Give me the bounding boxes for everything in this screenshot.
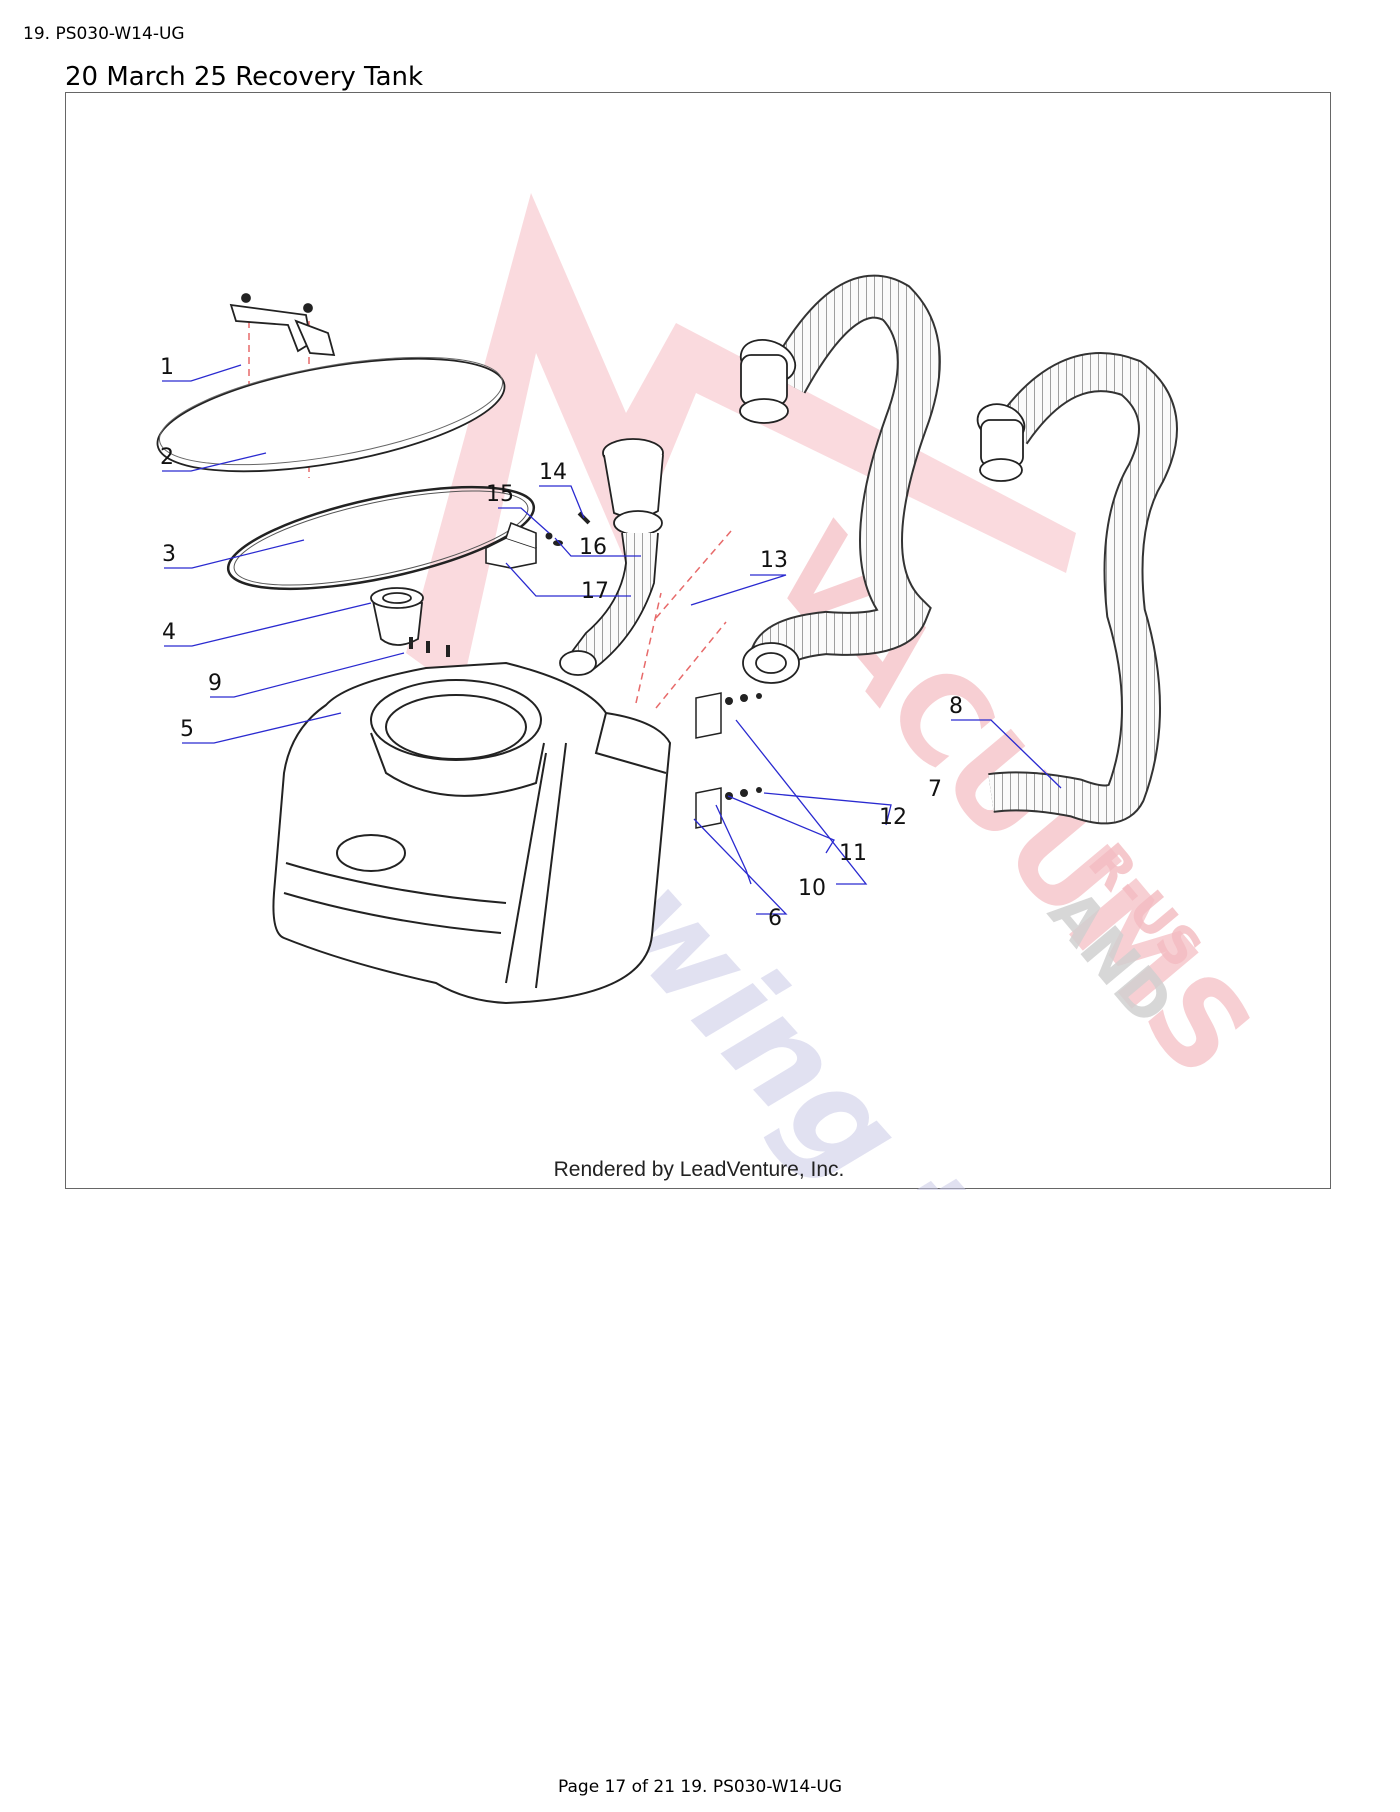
callout-1: 1 [160, 355, 174, 380]
callout-13: 13 [760, 548, 788, 573]
callout-3: 3 [162, 542, 176, 567]
part-10-11-12-hardware [725, 693, 762, 800]
part-1-handle [229, 293, 336, 357]
callout-8: 8 [949, 694, 963, 719]
part-7-hose [751, 276, 939, 666]
callout-2: 2 [160, 445, 174, 470]
page-title: 20 March 25 Recovery Tank [65, 62, 424, 92]
exploded-view-drawing: VACUUMS R-US AND Sewing too [156, 193, 1279, 1190]
part-4-float-cage [370, 587, 424, 646]
callout-6: 6 [768, 906, 782, 931]
part-6-brackets [695, 692, 722, 829]
header-label: 19. PS030-W14-UG [23, 24, 185, 44]
callout-5: 5 [180, 717, 194, 742]
part-2-lid [156, 357, 506, 473]
part-5-tank [272, 661, 672, 1005]
callout-7: 7 [928, 777, 942, 802]
part-13-inlet-elbow [559, 438, 664, 676]
callout-12: 12 [879, 805, 907, 830]
callout-17: 17 [581, 579, 609, 604]
callout-numbers: 1 2 3 4 5 6 7 8 9 10 11 12 13 14 15 16 1… [160, 355, 963, 931]
callout-10: 10 [798, 876, 826, 901]
diagram-credit: Rendered by LeadVenture, Inc. [554, 1158, 845, 1181]
callout-9: 9 [208, 671, 222, 696]
part-3-gasket [226, 485, 536, 591]
callout-15: 15 [486, 482, 514, 507]
part-7-hose-cuff [739, 339, 800, 684]
callout-leader-lines [162, 364, 1062, 915]
part-17-hose-bracket [485, 521, 537, 569]
callout-14: 14 [539, 460, 567, 485]
callout-11: 11 [839, 841, 867, 866]
part-8-hose-cuff [976, 403, 1026, 482]
footer-page-label: Page 17 of 21 19. PS030-W14-UG [558, 1777, 842, 1797]
callout-4: 4 [162, 620, 176, 645]
part-9-screws [409, 637, 450, 657]
watermark-arrow-shape [406, 193, 1076, 693]
parts-diagram: VACUUMS R-US AND Sewing too [65, 92, 1331, 1190]
callout-16: 16 [579, 535, 607, 560]
part-8-hose [988, 354, 1176, 823]
